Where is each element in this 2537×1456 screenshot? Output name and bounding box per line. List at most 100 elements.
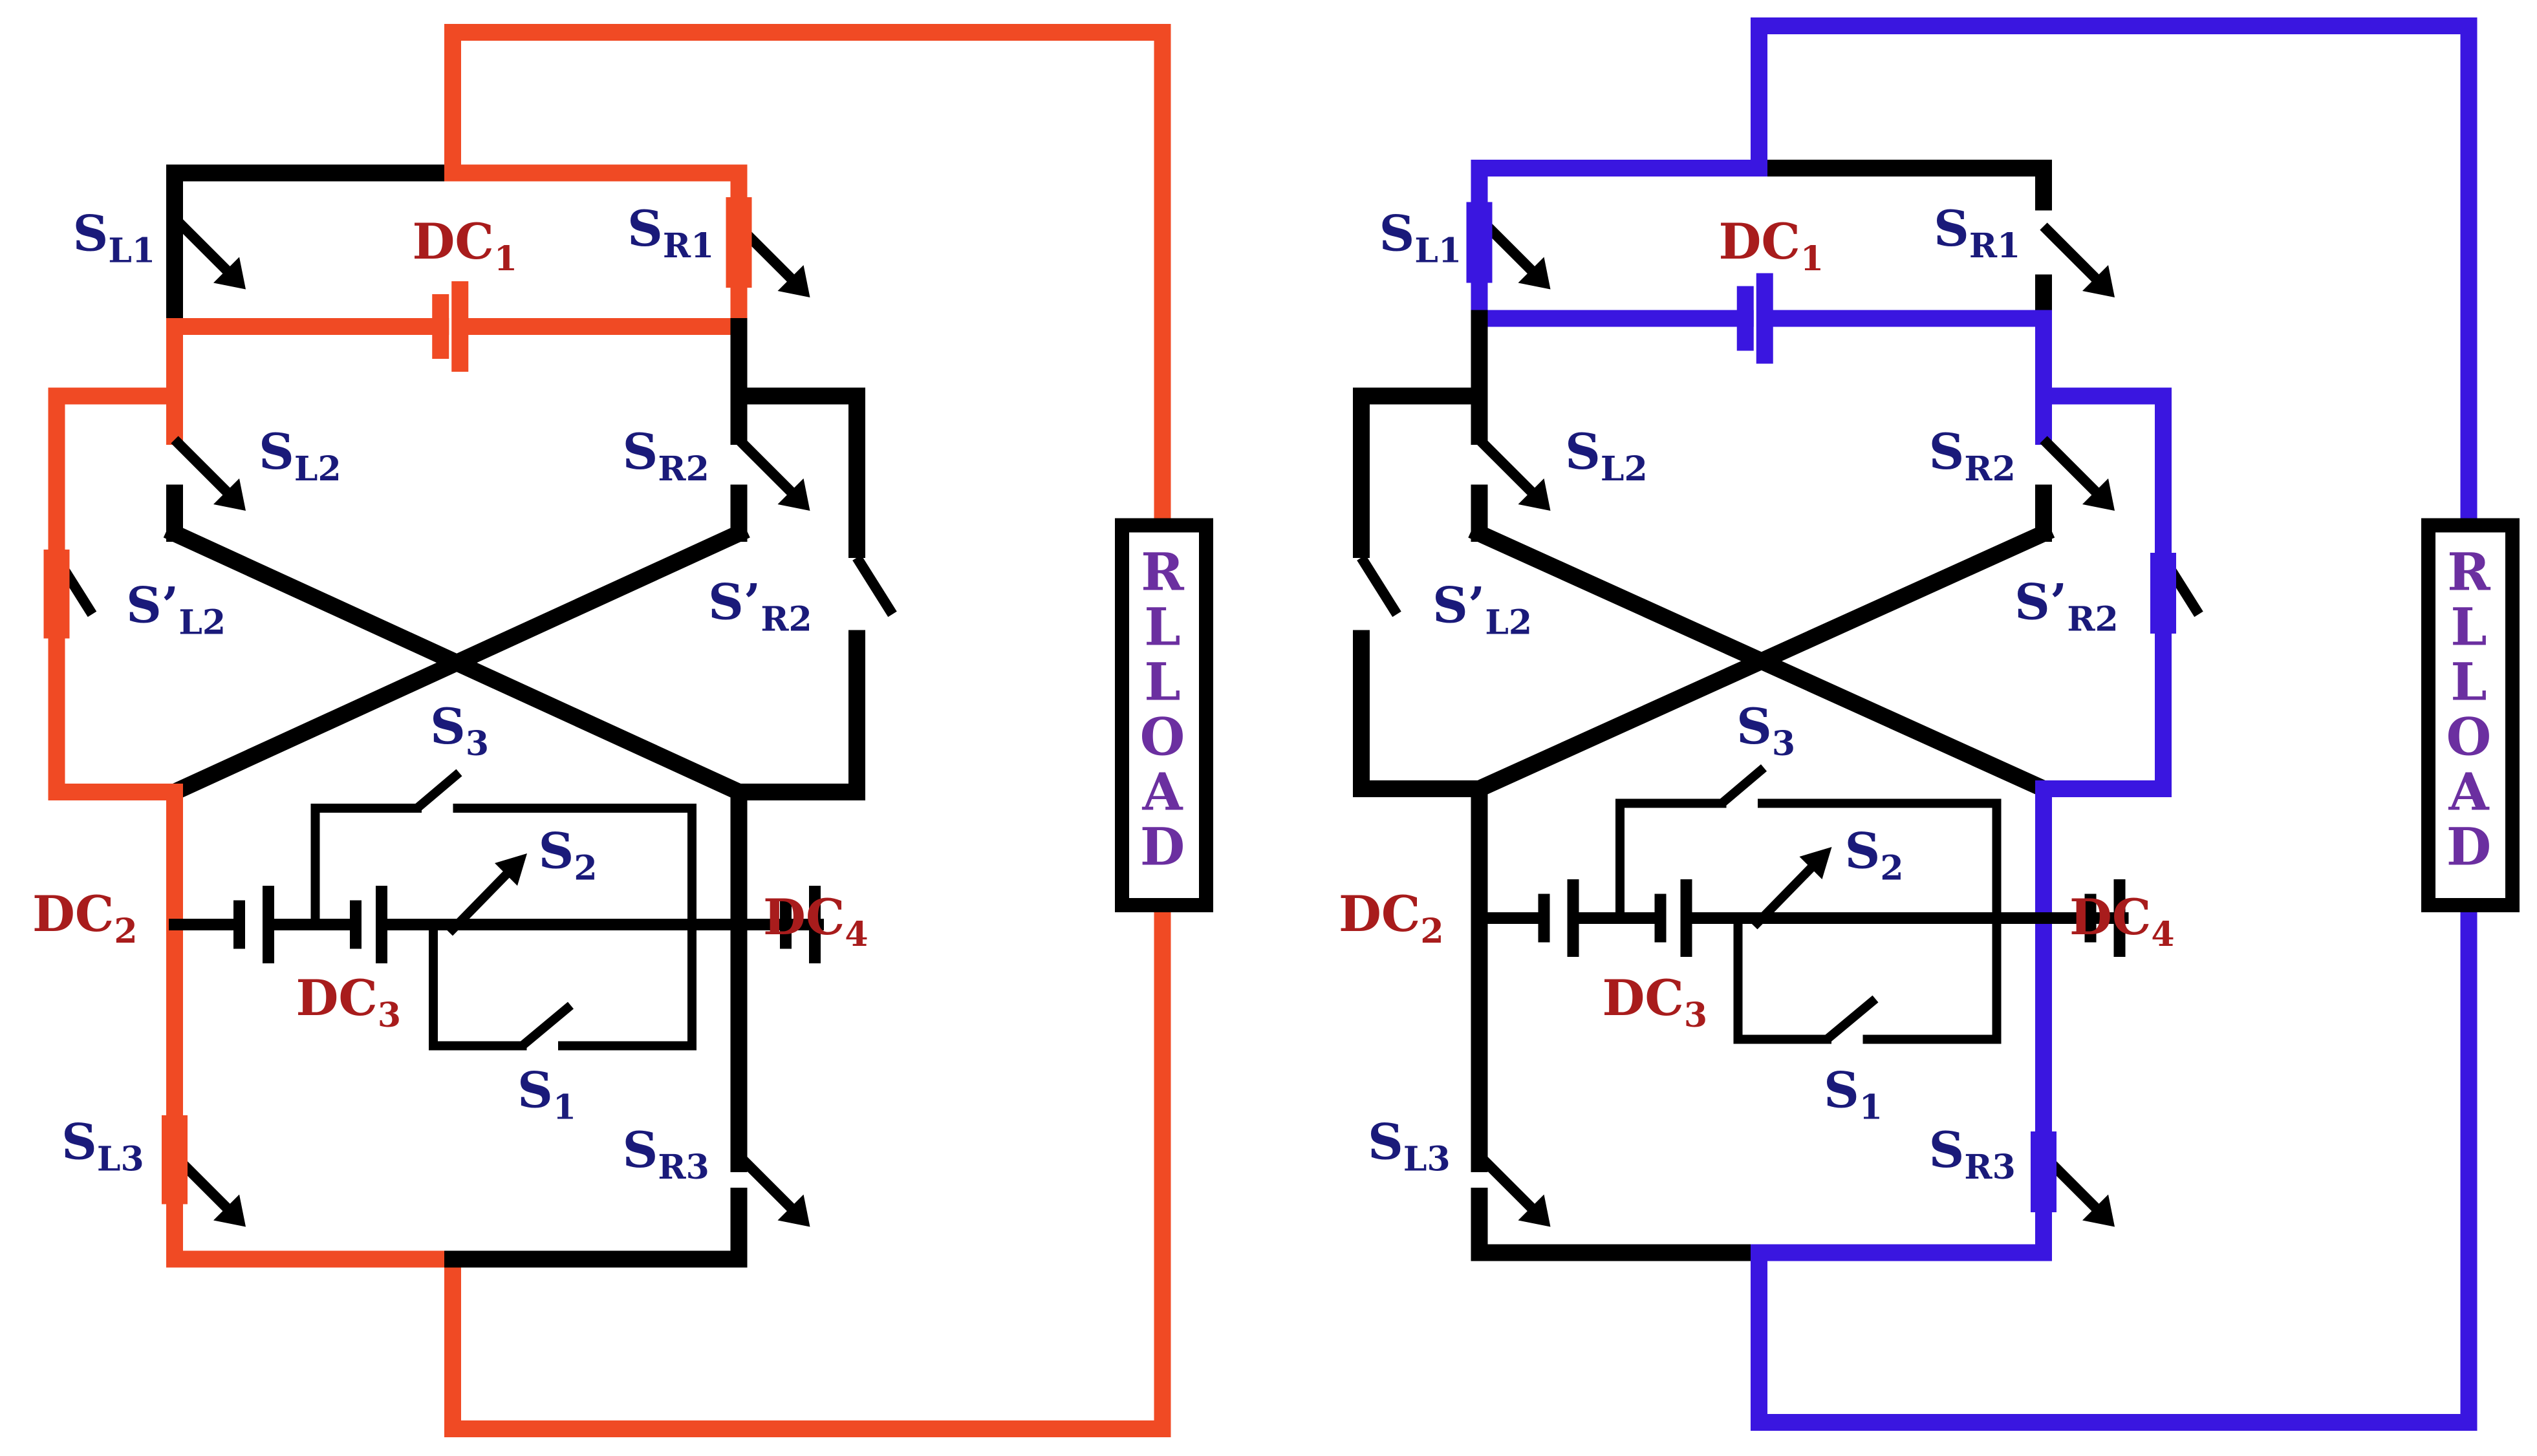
label-main: S [539,822,574,880]
wire-spl2-bottom [48,630,183,800]
rl-load-box [2421,518,2520,912]
label-dc3: DC3 [296,969,402,1035]
label-subscript: R3 [658,1148,709,1187]
label-subscript: R2 [1964,449,2015,489]
label-subscript: 2 [1420,912,1443,951]
label-subscript: 2 [574,849,597,888]
label-s3: S3 [1736,698,1795,764]
label-dc4: DC4 [763,888,869,954]
label-dc2: DC2 [32,885,138,951]
rl-load-letter: A [1141,762,1183,822]
label-main: S [623,423,658,480]
label-subscript: 3 [466,724,489,764]
wire-bottom-left [166,1188,461,1268]
label-main: DC [1603,969,1684,1027]
label-main: S [1929,423,1965,480]
wire-s3-left [310,804,422,929]
label-main: S’ [126,577,178,634]
wire-spl2-top [1353,387,1488,558]
s1-switch-blade [1824,995,1879,1043]
label-subscript: R2 [658,449,709,489]
wire-s3-right [453,804,696,1051]
label-subscript: 1 [494,239,517,279]
label-sl1: SL1 [73,205,156,271]
wire-spr2-top [2035,387,2172,558]
spr2-on-bar [2150,553,2176,634]
wire-output-bottom [444,897,1171,1437]
label-subscript: R2 [2067,600,2118,639]
label-main: S [259,423,294,480]
label-main: S [517,1062,553,1119]
label-main: S [1934,200,1969,257]
sr2-arrow-icon [2082,478,2115,511]
wire-cross-b [1468,522,2055,800]
label-main: S [61,1113,97,1171]
label-subscript: L2 [1601,449,1648,489]
label-sl1: SL1 [1379,205,1462,271]
label-dc1: DC1 [1719,213,1824,279]
rl-load-letter: R [1141,542,1184,603]
label-subscript: 4 [845,915,868,954]
label-main: DC [2069,888,2151,946]
s2-arrow-icon [1799,847,1832,879]
sl3-on-bar [162,1115,188,1204]
label-main: S’ [1432,577,1485,634]
wire-s1-left [429,920,527,1051]
rl-load-letter: L [2450,652,2487,712]
label-subscript: R1 [1969,226,2020,266]
label-main: DC [32,885,114,943]
sr1-arrow-icon [777,265,810,297]
label-sl3: SL3 [61,1113,144,1179]
label-subscript: 1 [1800,239,1824,279]
wire-top-left [1471,160,1767,243]
sr1-blade [2040,222,2109,292]
sl2-arrow-icon [1518,478,1551,511]
sl3-blade [1475,1151,1545,1221]
label-main: S’ [2014,573,2067,631]
rl-load-box [1115,518,1213,912]
label-dc4: DC4 [2069,888,2175,954]
sr3-on-bar [2031,1131,2057,1212]
wire-spr2-bottom [730,630,865,800]
s2-switch-blade [446,860,521,936]
label-main: S’ [708,573,761,631]
label-sl2: SL2 [1565,423,1648,489]
label-dc1: DC1 [413,213,518,279]
wire-cross-b [163,522,750,804]
s1-switch-blade [519,1001,574,1049]
label-main: DC [1719,213,1800,270]
label-main: DC [1339,885,1420,943]
label-main: DC [413,213,494,270]
spl2-on-bar [43,550,70,639]
sl2-arrow-icon [213,478,246,511]
sl1-blade [171,214,240,284]
rl-load-letter: L [2450,597,2487,658]
label-main: S [1565,423,1601,480]
s2-arrow-icon [495,853,527,886]
rl-load-letter: L [1144,652,1180,712]
label-s1: S1 [517,1062,576,1128]
sl2-blade [1475,436,1545,505]
label-main: S [1368,1113,1403,1171]
rl-load-letter: R [2447,542,2490,603]
label-subscript: 2 [114,912,137,951]
label-dc3: DC3 [1603,969,1708,1035]
sl1-on-bar [1466,202,1493,283]
label-main: S [1736,698,1772,755]
label-subscript: 3 [1772,724,1795,764]
sr3-arrow-icon [2082,1194,2115,1227]
sl1-arrow-icon [1518,257,1551,290]
rl-load-letter: D [1140,817,1185,877]
wire-spr2-top [730,387,865,558]
label-subscript: L2 [1485,603,1532,643]
s3-switch-blade [414,769,462,812]
label-main: S [623,1121,658,1179]
wire-s1-right [1862,1011,2002,1044]
label-main: S [73,205,109,262]
label-sr2: SR2 [1929,423,2016,489]
wire-output-top [1751,17,2478,534]
wire-spl2-bottom [1353,630,1488,797]
s2-switch-blade [1751,853,1826,930]
